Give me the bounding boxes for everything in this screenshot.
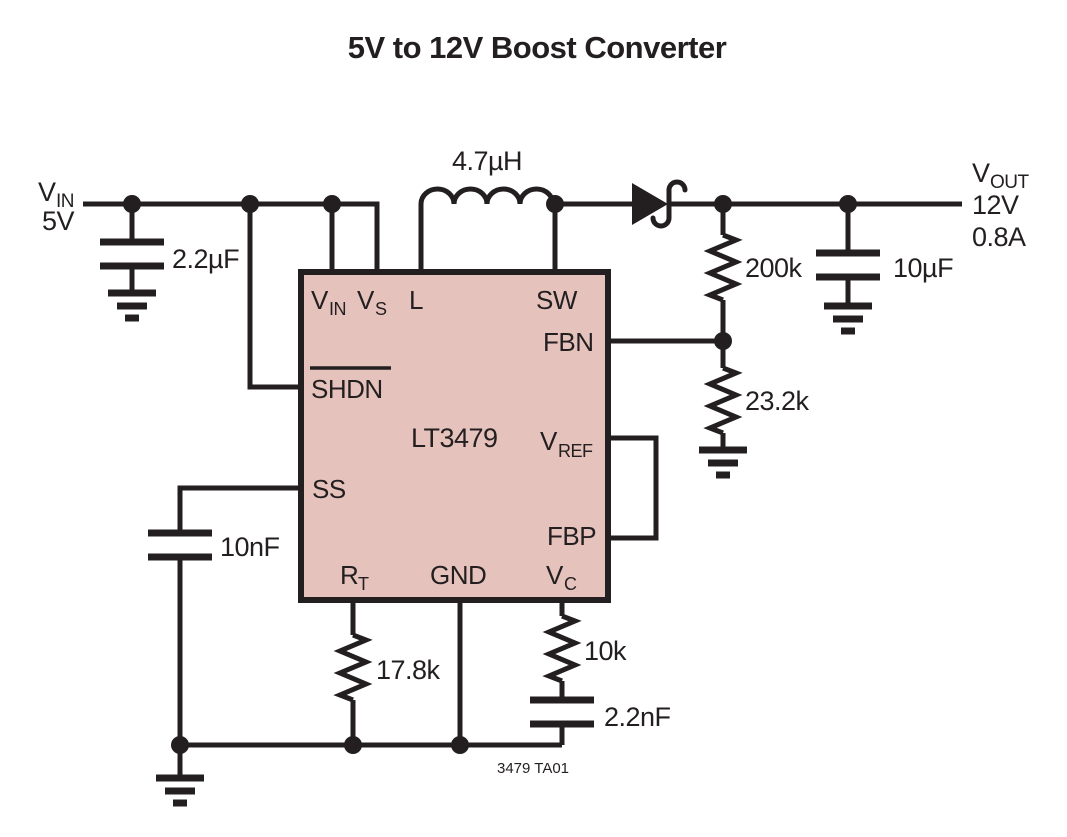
vc-resistor-value: 10k [584, 636, 627, 666]
junction-dot [123, 195, 141, 213]
wire-vref-fbp-loop [608, 435, 659, 541]
resistor-vc [549, 616, 575, 681]
junction-dot [451, 736, 469, 754]
pin-label-vc: V [546, 560, 564, 590]
pin-label-fbp: FBP [547, 521, 596, 551]
input-label: V IN 5V [38, 177, 75, 236]
resistor-rt [340, 635, 366, 700]
soft-start-cap-value: 10nF [220, 532, 280, 562]
vin-label: V [38, 177, 56, 207]
figure-note: 3479 TA01 [497, 760, 569, 777]
pin-label-shdn: SHDN [311, 374, 383, 404]
component-values: 2.2µF 4.7µH 200k 10µF 23.2k 10nF 17.8k 1… [172, 146, 954, 732]
pin-label-gnd: GND [430, 560, 486, 590]
pin-label-vs-sub: S [375, 299, 387, 319]
ic-body [298, 269, 611, 603]
output-cap-value: 10µF [893, 253, 953, 283]
vin-voltage: 5V [42, 206, 75, 236]
junction-dot [323, 195, 341, 213]
schematic-title: 5V to 12V Boost Converter [348, 30, 727, 65]
wire-vin-rail [83, 201, 380, 272]
vout-current: 0.8A [972, 222, 1026, 252]
vout-label-sub: OUT [990, 172, 1030, 193]
capacitor-soft-start [148, 533, 212, 557]
vin-label-sub: IN [56, 191, 74, 212]
pin-label-ss: SS [312, 474, 346, 504]
ground-symbol-rail [156, 778, 204, 803]
ic-part-number: LT3479 [411, 423, 498, 453]
pin-label-vref-sub: REF [558, 441, 593, 461]
resistor-feedback-bottom [710, 368, 736, 433]
wire-ss-branch [177, 485, 301, 745]
ground-symbol-output-cap [824, 306, 872, 331]
resistor-feedback-top [710, 235, 736, 300]
pin-label-sw: SW [536, 285, 578, 315]
vout-label: V [972, 158, 990, 188]
junction-dot [714, 195, 732, 213]
capacitor-output [816, 253, 880, 277]
diode-anode-triangle [632, 183, 668, 225]
output-label: V OUT 12V 0.8A [972, 158, 1030, 252]
ground-symbol-input-cap [108, 293, 156, 318]
vout-voltage: 12V [972, 190, 1019, 220]
junction-dot [344, 736, 362, 754]
ground-symbol-divider [699, 450, 747, 475]
pin-label-vs: V [357, 285, 375, 315]
junction-dot [839, 195, 857, 213]
junction-dot [171, 736, 189, 754]
inductor-symbol [418, 186, 556, 205]
rt-resistor-value: 17.8k [376, 655, 441, 685]
junction-dot [241, 195, 259, 213]
pin-label-l: L [409, 285, 423, 315]
pin-label-vc-sub: C [564, 574, 577, 594]
pin-label-rt: R [340, 560, 358, 590]
capacitor-input [100, 242, 164, 266]
ic-pin-labels: V IN V S L SW FBN SHDN V REF SS FBP R T … [310, 285, 597, 594]
schottky-diode [632, 179, 688, 229]
input-cap-value: 2.2µF [172, 244, 239, 274]
pin-label-vref: V [540, 426, 558, 456]
pin-label-vin: V [311, 285, 329, 315]
capacitor-vc [530, 700, 594, 724]
feedback-top-resistor-value: 200k [745, 253, 803, 283]
pin-label-rt-sub: T [358, 574, 369, 594]
vc-cap-value: 2.2nF [604, 702, 671, 732]
junction-dot [714, 332, 732, 350]
pin-label-fbn: FBN [543, 327, 594, 357]
pin-label-vin-sub: IN [329, 299, 346, 319]
junction-dot [546, 195, 564, 213]
inductor-value: 4.7µH [452, 146, 522, 176]
diode-schottky-bar [650, 179, 688, 229]
feedback-bottom-resistor-value: 23.2k [745, 386, 810, 416]
wire-shdn [247, 204, 301, 390]
